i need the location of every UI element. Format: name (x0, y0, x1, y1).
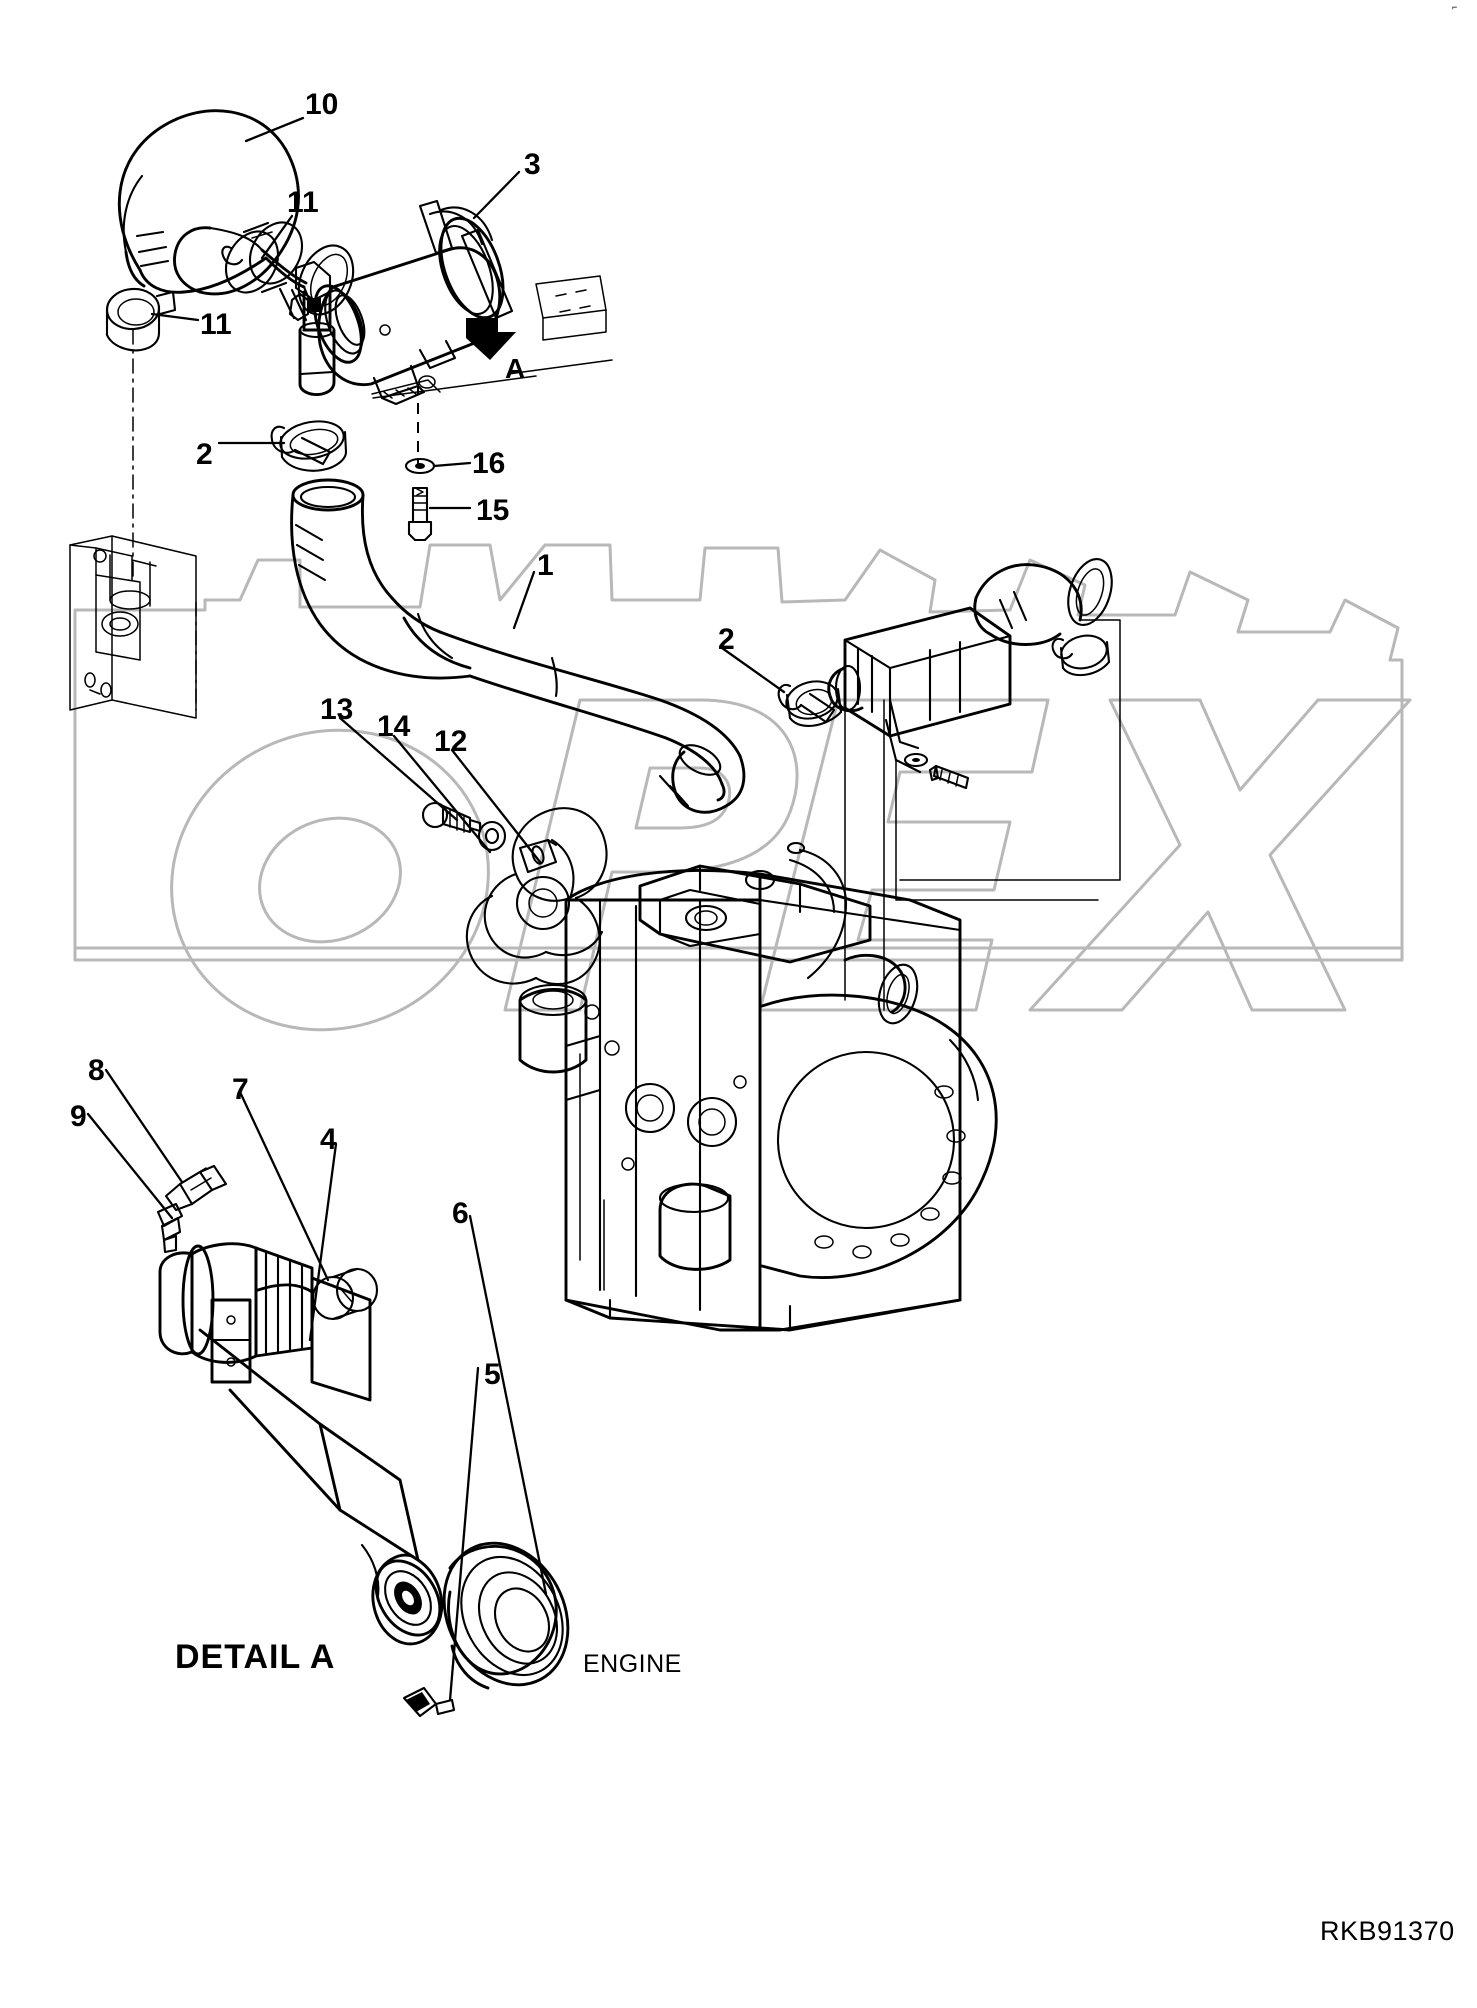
watermark-letter-o (170, 728, 490, 1032)
indicator-fitting (156, 1202, 184, 1254)
washer (477, 820, 507, 852)
callout-9[interactable]: 9 (70, 1100, 87, 1133)
support-bracket (69, 329, 197, 719)
aftercooler-group (827, 558, 1121, 1011)
filter-element-primary (158, 1242, 444, 1646)
air-cleaner-assembly (288, 199, 514, 406)
callout-10[interactable]: 10 (305, 88, 339, 121)
dust-cup-seal (311, 1267, 379, 1321)
callout-2b[interactable]: 2 (718, 623, 735, 656)
callout-2a[interactable]: 2 (196, 438, 213, 471)
clamp-band-upper (221, 221, 304, 294)
filter-element-safety (442, 1541, 570, 1690)
hose-clamp-upper (270, 420, 348, 472)
callout-1[interactable]: 1 (537, 549, 554, 582)
callout-13[interactable]: 13 (320, 693, 354, 726)
section-letter-a: A (505, 353, 526, 384)
callout-15[interactable]: 15 (476, 494, 510, 527)
detail-a-title: DETAIL A (175, 1638, 336, 1676)
vacuator-valve (164, 1164, 228, 1212)
corner-mark: ⌐ (1452, 2, 1458, 12)
engine-label: ENGINE (583, 1650, 682, 1678)
watermark-letter-x (1028, 698, 1412, 1012)
bracket-clip (518, 838, 558, 874)
callout-12[interactable]: 12 (434, 725, 468, 758)
callout-6[interactable]: 6 (452, 1197, 469, 1230)
callout-3[interactable]: 3 (524, 148, 541, 181)
detail-a-assembly (156, 1164, 570, 1718)
watermark-gear-outline (73, 543, 1404, 962)
clamp-band-lower (105, 287, 177, 352)
watermark-letter-e (758, 698, 1050, 1012)
callout-7[interactable]: 7 (232, 1073, 249, 1106)
mount-plate-phantom (371, 275, 607, 399)
callout-4[interactable]: 4 (320, 1123, 337, 1156)
mounting-washer (404, 457, 436, 475)
callout-8[interactable]: 8 (88, 1054, 105, 1087)
clip (402, 1686, 456, 1718)
section-arrow-a (372, 318, 613, 464)
callout-14[interactable]: 14 (377, 710, 411, 743)
bolt (421, 801, 482, 834)
callout-5[interactable]: 5 (484, 1358, 501, 1391)
callout-11b[interactable]: 11 (200, 308, 232, 341)
callout-16[interactable]: 16 (472, 447, 506, 480)
callout-11a[interactable]: 11 (287, 186, 319, 219)
air-intake-tube (290, 478, 746, 814)
part-number: RKB91370 (1320, 1916, 1455, 1946)
engine-assembly (465, 807, 998, 1332)
leader-lines (86, 116, 786, 1702)
mounting-bolt (407, 486, 433, 542)
hose-clamp-right (777, 680, 843, 727)
